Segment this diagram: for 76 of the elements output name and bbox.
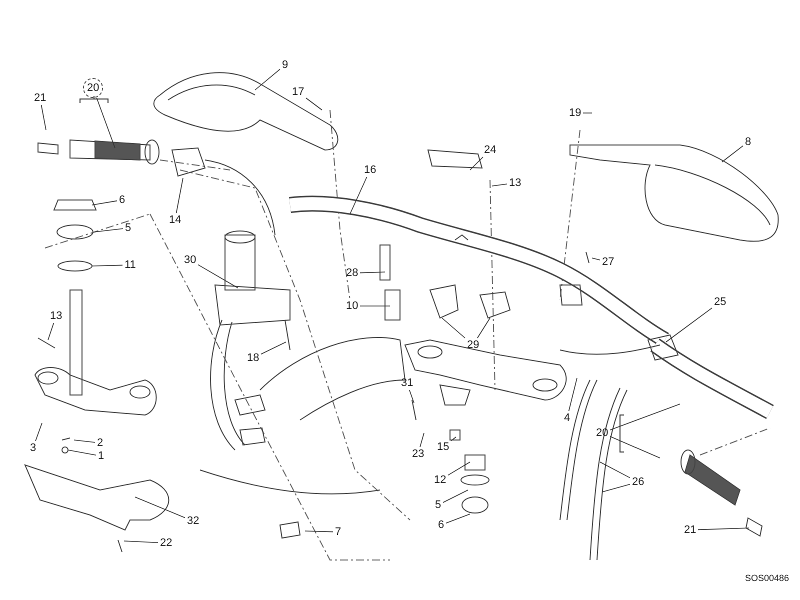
callout-number: 13 [507,176,524,190]
leader-line [92,264,123,266]
callout-number: 14 [167,213,184,227]
callout-number: 20 [83,78,104,98]
callout-number: 5 [123,221,134,235]
leader-line [477,318,490,338]
callout-number: 9 [280,58,290,72]
leader-line [568,378,578,412]
drawing-number: SOS00486 [745,573,790,583]
callout-number: 12 [432,473,448,487]
leader-line [40,104,46,130]
callout-number: 4 [562,411,572,425]
leader-line [48,322,54,340]
callout-number: 31 [399,376,416,390]
leader-line [600,462,630,478]
leader-line [582,112,592,114]
callout-number: 15 [435,440,452,454]
leader-line [134,496,186,518]
callout-number: 6 [117,193,128,207]
callout-number: 8 [743,135,754,149]
callout-number: 6 [436,518,446,532]
callout-number: 17 [290,85,306,99]
leader-line [350,176,368,214]
callout-number: 32 [185,514,202,528]
callout-number: 30 [182,253,198,267]
leader-line [420,432,424,448]
leader-line [68,450,96,456]
callout-number: 19 [567,106,584,120]
leader-line [94,228,124,232]
callout-number: 26 [630,475,646,489]
leader-line [610,404,680,430]
callout-number: 1 [96,449,106,463]
leader-line [442,318,466,338]
callout-number: 22 [158,536,174,550]
callout-number: 24 [482,143,498,157]
leader-line [698,528,750,530]
leader-line [442,490,468,503]
leader-line [124,540,158,543]
callout-number: 18 [245,351,262,365]
leader-line [254,68,280,90]
callout-number: 3 [28,441,38,455]
leader-line [666,308,712,342]
leader-line [492,184,508,186]
leader-line [198,264,238,288]
leader-line [470,156,484,170]
leader-line [450,436,456,442]
callout-number: 2 [95,436,106,450]
leader-line [602,484,630,492]
callout-number: 23 [410,447,426,461]
leader-line [722,145,744,162]
leader-line [260,342,286,354]
leader-line [35,422,42,442]
callout-number: 10 [344,299,360,313]
leader-line [304,530,334,532]
callout-number: 29 [465,338,482,352]
leader-line [74,440,96,443]
callout-number: 25 [712,295,728,309]
leader-line [610,436,660,458]
callout-number: 21 [682,523,698,537]
leader-line [448,462,470,476]
leader-line [446,514,470,524]
callout-number: 11 [122,258,138,272]
callout-number: 16 [362,163,378,177]
callout-number: 13 [48,309,64,323]
leader-line [176,178,184,214]
callout-number: 5 [433,498,444,512]
leader-line [360,272,386,274]
leader-line [96,98,116,148]
leader-line [92,200,118,206]
callout-number: 28 [344,266,360,280]
callout-number: 21 [32,91,48,105]
leader-line [592,258,600,260]
leader-line [306,98,322,110]
callout-number: 27 [600,255,616,269]
leader-line [409,390,414,404]
callout-number: 7 [333,525,344,539]
